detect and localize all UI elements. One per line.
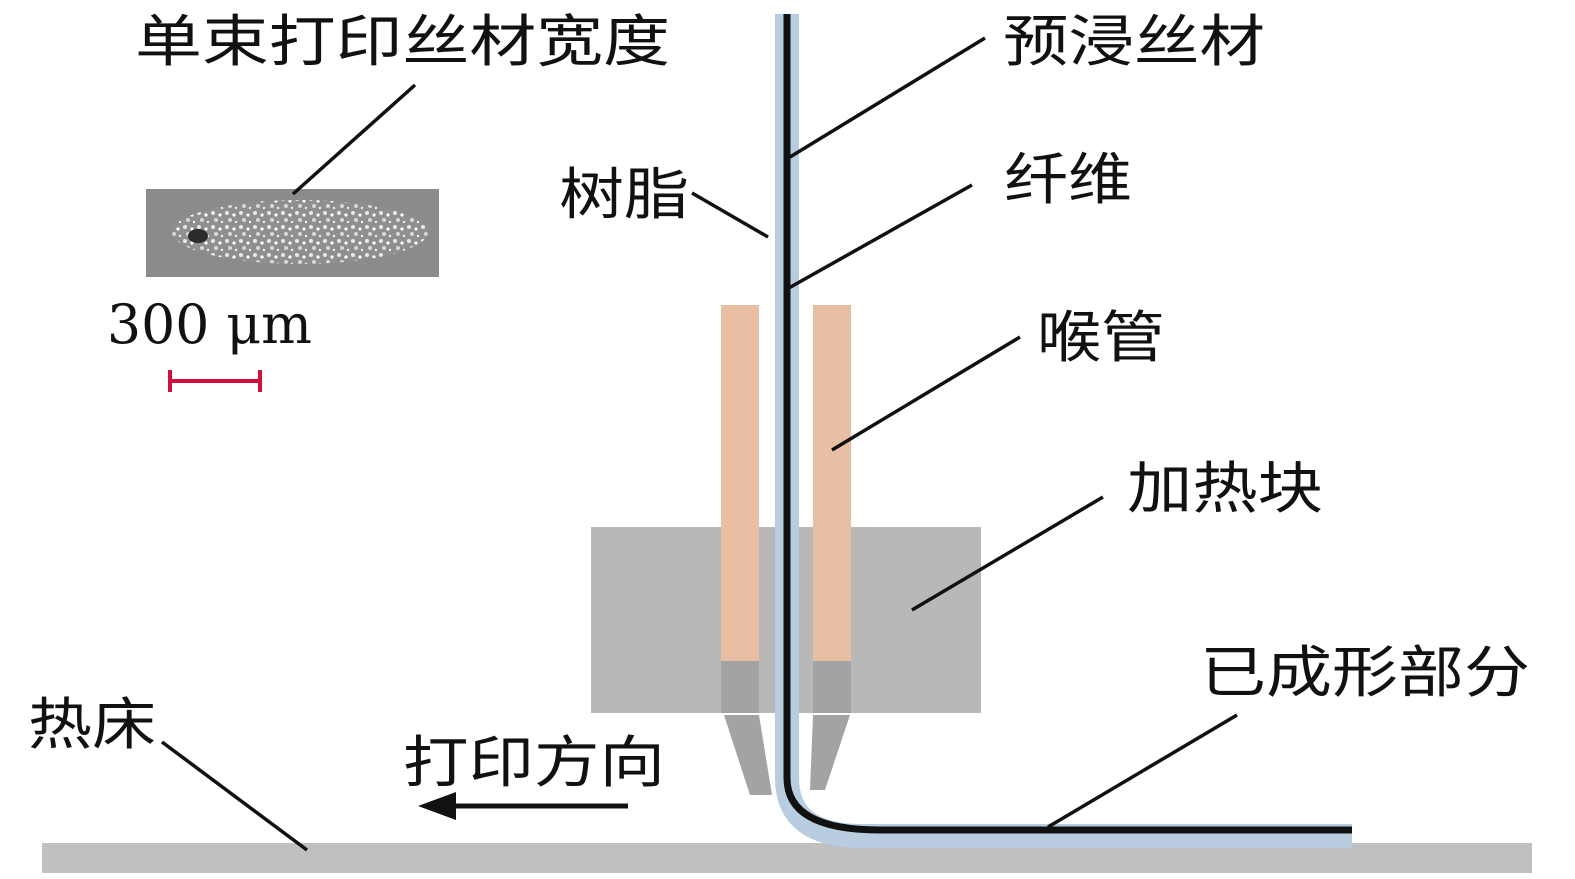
label-resin: 树脂: [559, 163, 689, 228]
leader-single-width: [291, 83, 417, 196]
label-print-direction: 打印方向: [403, 731, 665, 796]
leader-hot-bed: [160, 740, 309, 852]
nozzle-tip-left: [724, 715, 772, 795]
arrow-left-icon: [418, 792, 628, 820]
leader-formed-part: [1047, 713, 1238, 829]
leader-fiber: [786, 183, 973, 291]
label-formed-part: 已成形部分: [1200, 641, 1530, 706]
micrograph-fiber-bundle: [172, 200, 428, 264]
label-heater-block: 加热块: [1127, 457, 1323, 522]
micrograph-inset: [146, 189, 439, 277]
label-hot-bed: 热床: [28, 693, 156, 758]
label-prepreg: 预浸丝材: [1003, 10, 1265, 75]
leader-resin: [691, 191, 769, 239]
scale-bar-label: 300 μm: [107, 293, 312, 356]
micrograph-void: [188, 229, 208, 243]
throat-left-wall: [721, 305, 759, 661]
nozzle-lower-right: [813, 661, 851, 713]
nozzle-tip-right: [810, 715, 850, 790]
nozzle-lower-left: [721, 661, 759, 713]
label-fiber: 纤维: [1004, 148, 1132, 213]
leader-prepreg: [789, 36, 986, 159]
scale-bar: [168, 370, 262, 392]
fiber-core: [783, 14, 1352, 834]
leader-heater-block: [911, 495, 1104, 612]
label-throat: 喉管: [1037, 306, 1165, 371]
throat-right-wall: [813, 305, 851, 661]
leader-throat: [831, 335, 1021, 452]
label-single-width: 单束打印丝材宽度: [135, 10, 670, 75]
